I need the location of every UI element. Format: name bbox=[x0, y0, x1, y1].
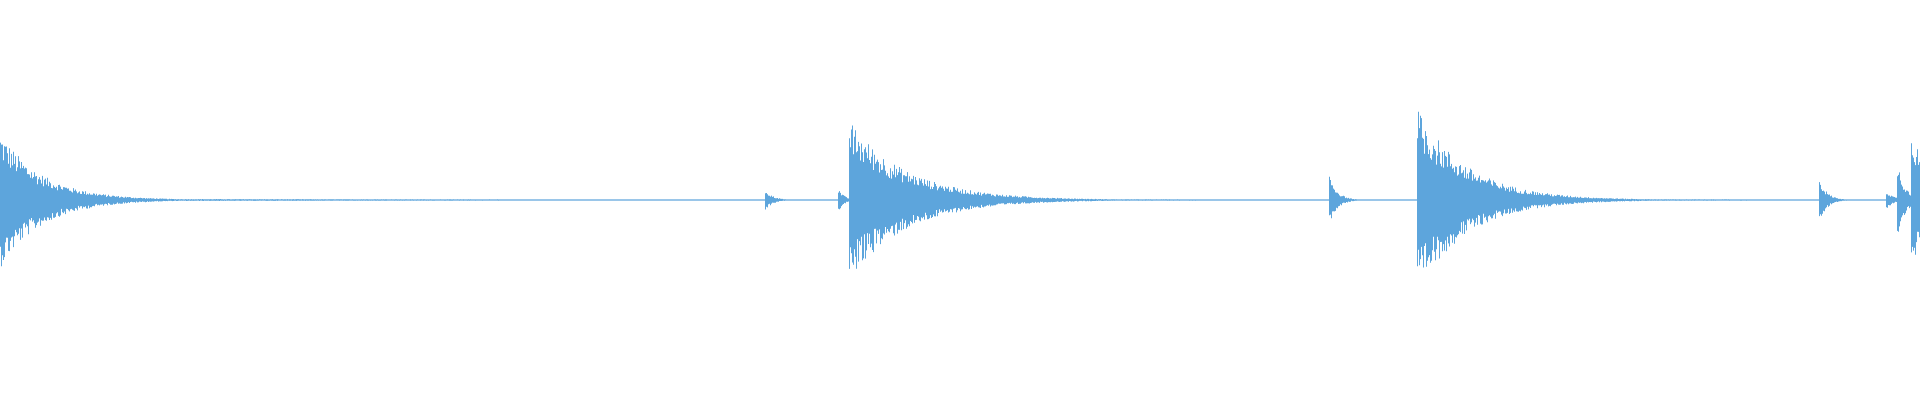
waveform-path bbox=[0, 111, 1920, 269]
